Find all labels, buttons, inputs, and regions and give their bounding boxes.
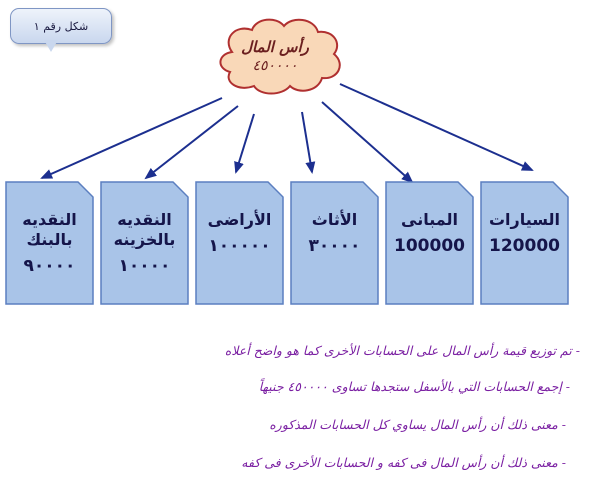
capital-title: رأس المال bbox=[241, 38, 309, 56]
account-name: المبانى bbox=[401, 210, 458, 229]
note-line: - معنى ذلك أن رأس المال فى كفه و الحسابا… bbox=[241, 455, 566, 470]
doc-shape-lands bbox=[195, 181, 284, 305]
account-cars: السيارات 120000 bbox=[481, 182, 568, 304]
doc-shape-safe bbox=[100, 181, 189, 305]
doc-shape-furniture bbox=[290, 181, 379, 305]
note-line: - إجمع الحسابات التي بالأسفل ستجدها تساو… bbox=[258, 379, 570, 394]
capital-label: رأس المال ٤٥٠٠٠٠ bbox=[225, 38, 325, 74]
note-line: - تم توزيع قيمة رأس المال على الحسابات ا… bbox=[224, 343, 580, 358]
arrows bbox=[40, 83, 534, 184]
account-name: النقديه بالبنك bbox=[22, 210, 77, 249]
document-shapes bbox=[5, 181, 569, 305]
account-value: ٩٠٠٠٠ bbox=[23, 256, 76, 276]
account-name: الأراضى bbox=[207, 210, 272, 229]
doc-shape-bank bbox=[5, 181, 94, 305]
account-lands: الأراضى ١٠٠٠٠٠ bbox=[196, 182, 283, 304]
capital-cloud bbox=[219, 18, 341, 95]
figure-caption: شكل رقم ١ bbox=[33, 19, 89, 33]
account-name: النقديه بالخزينه bbox=[113, 210, 176, 249]
account-value: 100000 bbox=[394, 236, 465, 256]
callout-tail bbox=[44, 40, 58, 52]
note-line: - معنى ذلك أن رأس المال يساوي كل الحسابا… bbox=[269, 417, 566, 432]
account-value: ١٠٠٠٠٠ bbox=[208, 236, 271, 256]
doc-shape-buildings bbox=[385, 181, 474, 305]
account-buildings: المبانى 100000 bbox=[386, 182, 473, 304]
arrow-to-safe bbox=[144, 105, 239, 180]
arrow-to-furniture bbox=[301, 111, 316, 174]
account-value: 120000 bbox=[489, 236, 560, 256]
arrow-to-bank bbox=[40, 97, 223, 179]
account-name: الأثاث bbox=[311, 210, 358, 229]
capital-value: ٤٥٠٠٠٠ bbox=[252, 58, 298, 74]
account-cash-bank: النقديه بالبنك ٩٠٠٠٠ bbox=[6, 182, 93, 304]
account-furniture: الأثاث ٣٠٠٠٠ bbox=[291, 182, 378, 304]
account-name: السيارات bbox=[488, 210, 561, 229]
account-value: ٣٠٠٠٠ bbox=[308, 236, 361, 256]
figure-caption-callout: شكل رقم ١ bbox=[10, 8, 112, 44]
account-cash-safe: النقديه بالخزينه ١٠٠٠٠ bbox=[101, 182, 188, 304]
arrow-to-buildings bbox=[321, 101, 414, 184]
arrow-to-cars bbox=[339, 83, 534, 171]
arrow-to-lands bbox=[234, 113, 255, 174]
doc-shape-cars bbox=[480, 181, 569, 305]
account-value: ١٠٠٠٠ bbox=[118, 256, 171, 276]
